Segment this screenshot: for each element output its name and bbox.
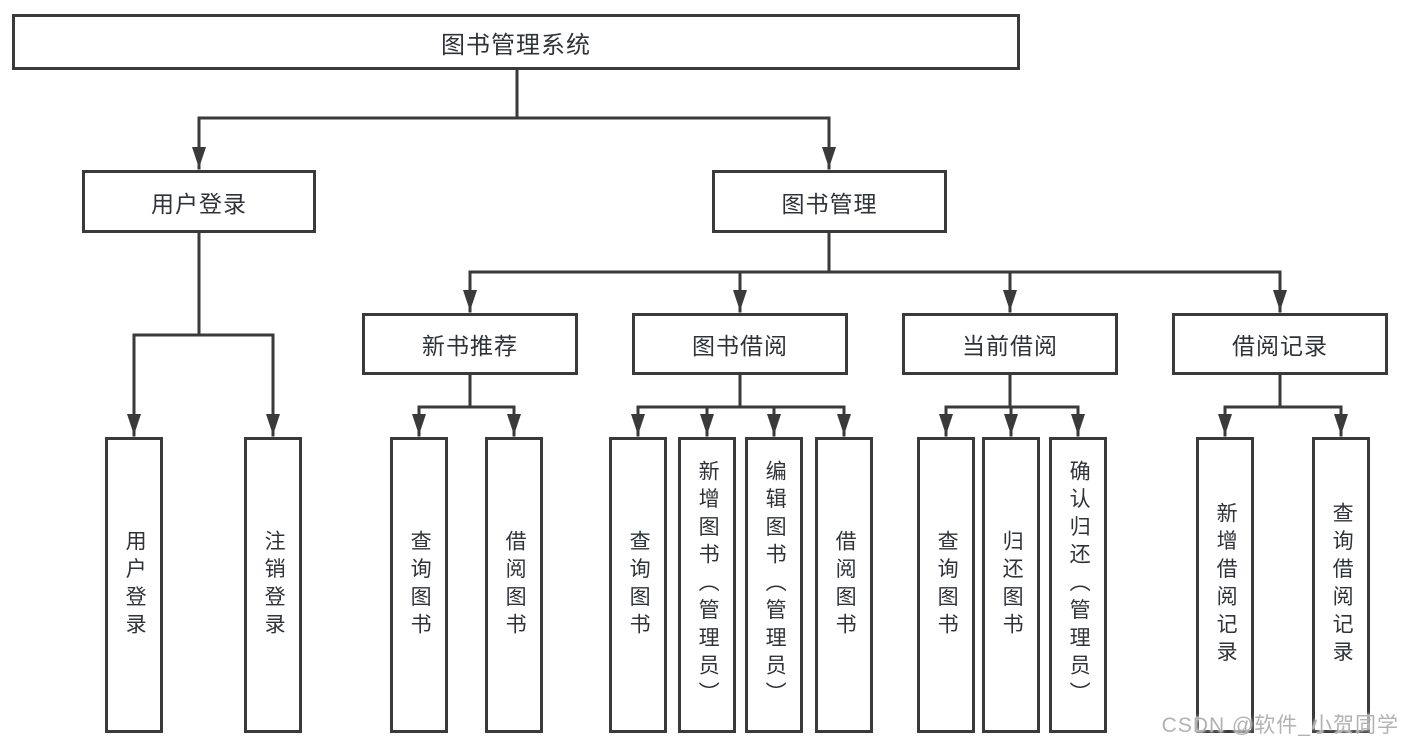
csdn-watermark: CSDN @软件_小贺同学 [1161,714,1399,737]
leaf-edit-books-admin: 编辑图书（管理员） [745,437,803,733]
leaf-label: 注销登录 [262,529,286,641]
node-current-borrowing: 当前借阅 [902,313,1118,375]
leaf-label: 归还图书 [1000,529,1024,641]
node-borrowing-records: 借阅记录 [1172,313,1388,375]
leaf-label: 借阅图书 [503,529,527,641]
leaf-label: 查询借阅记录 [1330,501,1354,669]
leaf-borrow-books: 借阅图书 [485,437,543,733]
leaf-query-books: 查询图书 [917,437,975,733]
node-book-borrowing: 图书借阅 [632,313,848,375]
leaf-user-login: 用户登录 [105,437,163,733]
leaf-query-borrow-record: 查询借阅记录 [1312,437,1370,733]
node-user-login: 用户登录 [82,170,316,233]
leaf-label: 新增图书（管理员） [696,460,720,710]
leaf-confirm-return-admin: 确认归还（管理员） [1049,437,1107,733]
leaf-add-books-admin: 新增图书（管理员） [678,437,736,733]
leaf-borrow-books: 借阅图书 [815,437,873,733]
leaf-logout: 注销登录 [244,437,302,733]
leaf-query-books: 查询图书 [609,437,667,733]
leaf-label: 新增借阅记录 [1214,501,1238,669]
leaf-label: 查询图书 [408,529,432,641]
leaf-add-borrow-record: 新增借阅记录 [1196,437,1254,733]
leaf-label: 确认归还（管理员） [1067,460,1091,710]
leaf-label: 用户登录 [123,529,147,641]
leaf-label: 编辑图书（管理员） [763,460,787,710]
node-book-management: 图书管理 [712,170,947,233]
leaf-label: 查询图书 [935,529,959,641]
leaf-return-books: 归还图书 [982,437,1040,733]
leaf-label: 借阅图书 [833,529,857,641]
leaf-label: 查询图书 [627,529,651,641]
leaf-query-books: 查询图书 [390,437,448,733]
node-library-management-system: 图书管理系统 [12,14,1020,70]
node-new-book-recommend: 新书推荐 [362,313,578,375]
